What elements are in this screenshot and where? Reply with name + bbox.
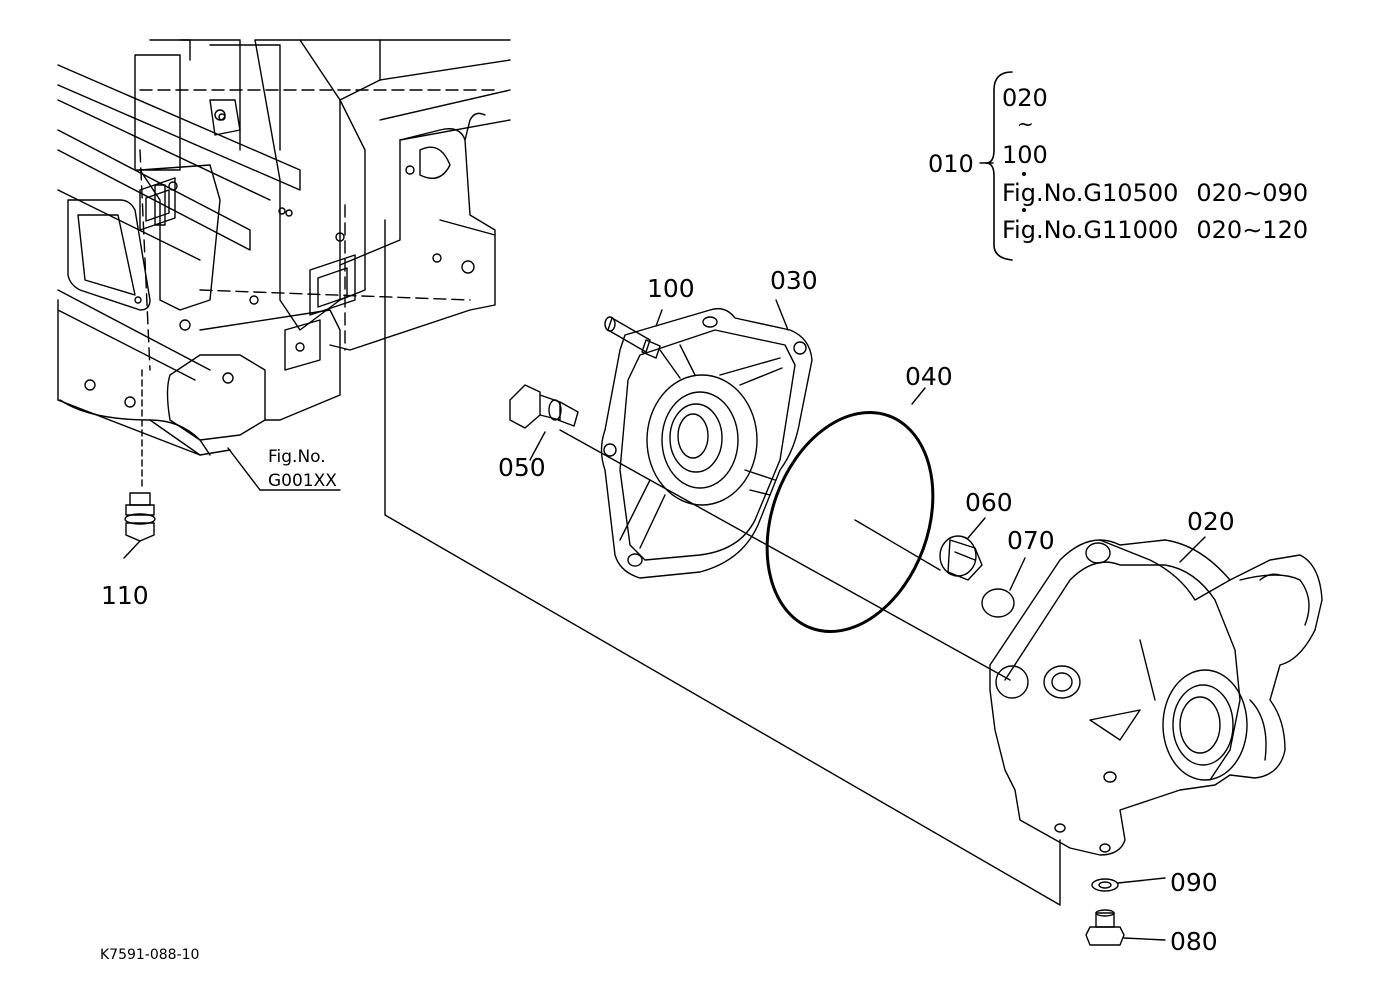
washer-090-drawing [1091, 877, 1166, 892]
housing-020-drawing [989, 536, 1323, 856]
plug-060-drawing [939, 517, 986, 581]
fig-ref-line1: Fig.No. [268, 447, 326, 467]
legend-range-tilde: ~ [1017, 112, 1034, 136]
fig-ref-line2: G001XX [268, 471, 337, 491]
pin-100-drawing [604, 309, 663, 359]
callout-100: 100 [647, 274, 695, 303]
callout-020: 020 [1187, 507, 1235, 536]
frame-chassis [57, 39, 511, 456]
legend-bullet-2 [1022, 208, 1026, 212]
cover-plate-030-drawing [600, 299, 813, 579]
callout-030: 030 [770, 266, 818, 295]
callout-070: 070 [1007, 526, 1055, 555]
drawing-code: K7591-088-10 [100, 947, 200, 963]
fig-ref-leader [227, 447, 341, 491]
o-ring-070-drawing [981, 557, 1026, 618]
callout-050: 050 [498, 453, 546, 482]
legend-bullet-1 [1022, 172, 1026, 176]
callout-110: 110 [101, 581, 149, 610]
legend-range-end: 100 [1002, 141, 1048, 169]
legend-assembly-number: 010 [928, 150, 974, 178]
bolt-050-drawing [509, 384, 579, 461]
legend-ref-1-range: 020∼090 [1196, 179, 1309, 207]
legend-range-start: 020 [1002, 84, 1048, 112]
legend-ref-2: Fig.No.G11000 020∼120 [1002, 218, 1308, 242]
callout-090: 090 [1170, 868, 1218, 897]
bolt-110-drawing [123, 369, 156, 559]
legend-ref-1-label: Fig.No.G10500 [1002, 179, 1179, 207]
legend-ref-2-range: 020∼120 [1196, 216, 1309, 244]
callout-060: 060 [965, 488, 1013, 517]
legend-ref-1: Fig.No.G10500 020∼090 [1002, 181, 1308, 205]
legend-brace [979, 71, 1013, 261]
legend-ref-2-label: Fig.No.G11000 [1002, 216, 1179, 244]
bolt-080-drawing [1085, 909, 1166, 946]
o-ring-040-drawing [765, 387, 935, 633]
callout-080: 080 [1170, 927, 1218, 956]
callout-040: 040 [905, 362, 953, 391]
assembly-leaders [384, 219, 1061, 906]
